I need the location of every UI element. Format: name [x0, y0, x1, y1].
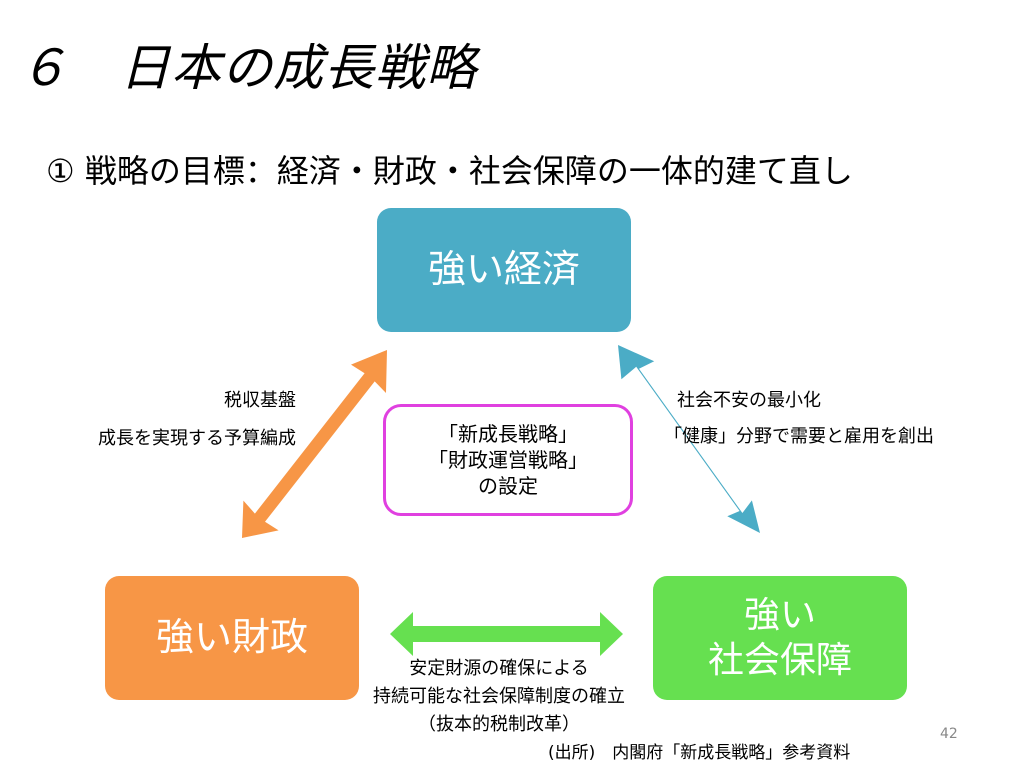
strong-economy-label: 強い経済	[427, 247, 580, 292]
source-note: (出所) 内閣府「新成長戦略」参考資料	[548, 743, 851, 763]
slide-subtitle: ① 戦略の目標：経済・財政・社会保障の一体的建て直し	[46, 152, 853, 190]
right-label-line-2: 「健康」分野で需要と雇用を創出	[664, 426, 934, 447]
arrow-economy-social	[618, 345, 760, 533]
left-label-line-2: 成長を実現する予算編成	[98, 428, 296, 449]
strong-social-label-line2: 社会保障	[707, 640, 852, 681]
strong-social-security-box: 強い 社会保障	[653, 576, 907, 700]
bottom-label-line-1: 安定財源の確保による	[409, 658, 589, 679]
bottom-label-line-2: 持続可能な社会保障制度の確立	[373, 686, 625, 707]
strategy-center-box: 「新成長戦略」 「財政運営戦略」 の設定	[383, 404, 633, 516]
strong-economy-box: 強い経済	[377, 208, 631, 332]
page-number: 42	[940, 726, 958, 742]
bottom-label-line-3: （抜本的税制改革）	[418, 714, 580, 735]
center-line-3: の設定	[478, 474, 538, 498]
left-label-line-1: 税収基盤	[224, 390, 296, 411]
strong-social-label-line1: 強い	[743, 595, 816, 636]
center-line-1: 「新成長戦略」	[438, 422, 578, 446]
center-line-2: 「財政運営戦略」	[428, 448, 588, 472]
strong-fiscal-label: 強い財政	[155, 615, 308, 660]
strong-fiscal-box: 強い財政	[105, 576, 359, 700]
slide-title: ６ 日本の成長戦略	[18, 39, 477, 97]
right-label-line-1: 社会不安の最小化	[677, 390, 821, 411]
arrow-fiscal-social	[390, 612, 623, 656]
arrow-economy-fiscal	[242, 350, 387, 538]
